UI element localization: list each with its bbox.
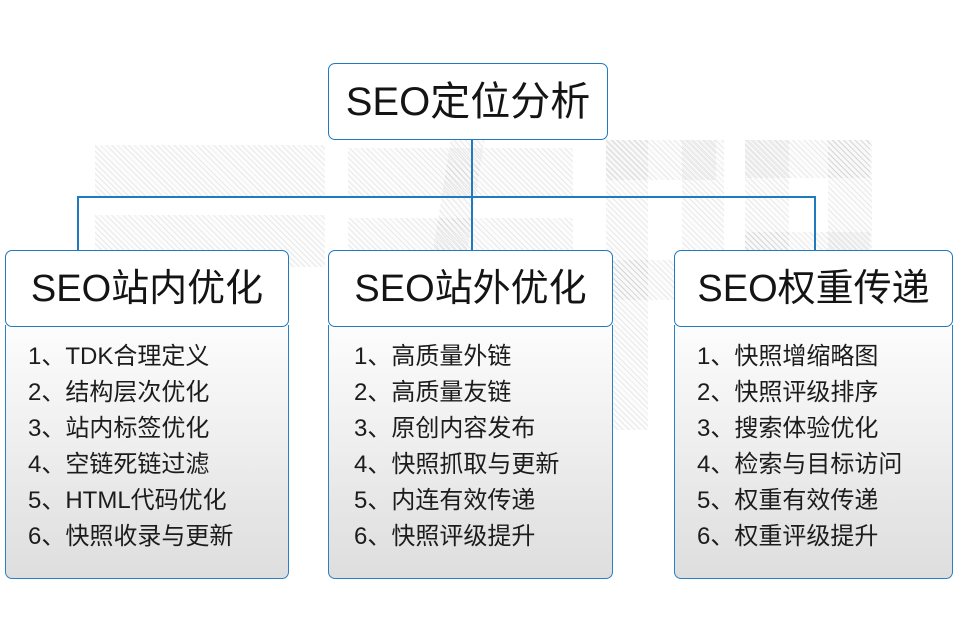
branch-header-seo-weight[interactable]: SEO权重传递 [674, 250, 953, 327]
list-item[interactable]: 5、权重有效传递 [697, 487, 879, 514]
connector-root-stem [471, 140, 473, 198]
branch-column-seo-onsite: SEO站内优化 1、TDK合理定义 2、结构层次优化 3、站内标签优化 4、空链… [5, 250, 289, 579]
branch-body-seo-onsite: 1、TDK合理定义 2、结构层次优化 3、站内标签优化 4、空链死链过滤 5、H… [5, 325, 289, 579]
root-node[interactable]: SEO定位分析 [328, 63, 608, 140]
list-item[interactable]: 5、HTML代码优化 [28, 487, 227, 514]
branch-header-label: SEO站内优化 [30, 267, 264, 310]
branch-header-seo-onsite[interactable]: SEO站内优化 [5, 250, 289, 327]
list-item[interactable]: 1、TDK合理定义 [28, 343, 210, 370]
branch-item-list: 1、高质量外链 2、高质量友链 3、原创内容发布 4、快照抓取与更新 5、内连有… [329, 339, 612, 555]
list-item[interactable]: 1、快照增缩略图 [697, 343, 879, 370]
connector-horizontal-bus [77, 196, 816, 198]
branch-header-label: SEO站外优化 [354, 267, 587, 310]
list-item[interactable]: 2、结构层次优化 [28, 379, 210, 406]
list-item[interactable]: 4、检索与目标访问 [697, 451, 903, 478]
list-item[interactable]: 2、高质量友链 [354, 379, 512, 406]
list-item[interactable]: 6、权重评级提升 [697, 523, 879, 550]
branch-header-seo-offsite[interactable]: SEO站外优化 [328, 250, 613, 327]
branch-item-list: 1、快照增缩略图 2、快照评级排序 3、搜索体验优化 4、检索与目标访问 5、权… [675, 339, 952, 555]
list-item[interactable]: 6、快照收录与更新 [28, 523, 234, 550]
list-item[interactable]: 6、快照评级提升 [354, 523, 536, 550]
connector-drop-left [77, 196, 79, 252]
list-item[interactable]: 4、空链死链过滤 [28, 451, 210, 478]
list-item[interactable]: 4、快照抓取与更新 [354, 451, 560, 478]
branch-item-list: 1、TDK合理定义 2、结构层次优化 3、站内标签优化 4、空链死链过滤 5、H… [6, 339, 288, 555]
connector-drop-center [471, 196, 473, 252]
list-item[interactable]: 3、站内标签优化 [28, 415, 210, 442]
connector-drop-right [814, 196, 816, 252]
root-node-title: SEO定位分析 [345, 79, 591, 124]
branch-body-seo-offsite: 1、高质量外链 2、高质量友链 3、原创内容发布 4、快照抓取与更新 5、内连有… [328, 325, 613, 579]
branch-column-seo-weight: SEO权重传递 1、快照增缩略图 2、快照评级排序 3、搜索体验优化 4、检索与… [674, 250, 953, 579]
branch-column-seo-offsite: SEO站外优化 1、高质量外链 2、高质量友链 3、原创内容发布 4、快照抓取与… [328, 250, 613, 579]
list-item[interactable]: 5、内连有效传递 [354, 487, 536, 514]
list-item[interactable]: 1、高质量外链 [354, 343, 512, 370]
list-item[interactable]: 3、搜索体验优化 [697, 415, 879, 442]
list-item[interactable]: 3、原创内容发布 [354, 415, 536, 442]
branch-body-seo-weight: 1、快照增缩略图 2、快照评级排序 3、搜索体验优化 4、检索与目标访问 5、权… [674, 325, 953, 579]
branch-header-label: SEO权重传递 [697, 267, 930, 310]
list-item[interactable]: 2、快照评级排序 [697, 379, 879, 406]
